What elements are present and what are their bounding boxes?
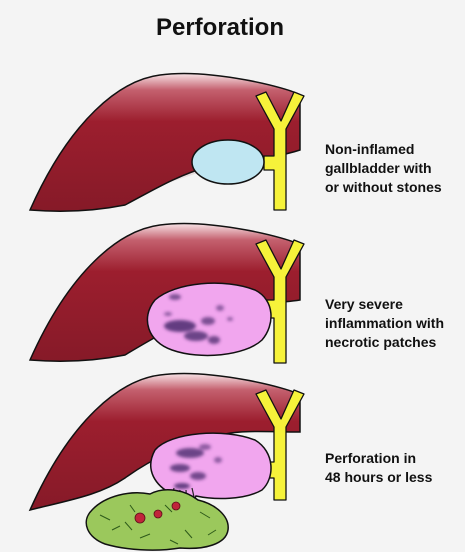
caption-inflamed-gallbladder: Very severe inflammation with necrotic p… xyxy=(325,295,465,352)
panel-perforated-gallbladder xyxy=(28,372,305,551)
caption-line: Very severe xyxy=(325,296,403,312)
liver xyxy=(28,72,301,212)
caption-line: gallbladder with xyxy=(325,160,432,176)
caption-line: or without stones xyxy=(325,179,442,195)
bile-duct xyxy=(255,91,305,211)
caption-line: 48 hours or less xyxy=(325,469,433,485)
necrotic-patches xyxy=(164,294,233,344)
caption-line: inflammation with xyxy=(325,315,444,331)
caption-normal-gallbladder: Non-inflamed gallbladder with or without… xyxy=(325,140,465,197)
abscess-texture xyxy=(99,504,217,545)
bile-duct xyxy=(255,239,305,364)
caption-line: Perforation in xyxy=(325,450,417,466)
normal-gallbladder xyxy=(191,139,265,185)
caption-line: Non-inflamed xyxy=(325,141,415,157)
panel-inflamed-gallbladder xyxy=(28,222,305,364)
page-title: Perforation xyxy=(155,14,284,41)
panel-normal-gallbladder xyxy=(28,72,305,212)
blood-clots xyxy=(134,501,181,524)
pericholecystic-abscess xyxy=(85,488,229,551)
caption-perforation: Perforation in 48 hours or less xyxy=(325,449,465,487)
caption-line: necrotic patches xyxy=(325,334,437,350)
necrotic-patches xyxy=(170,444,222,489)
